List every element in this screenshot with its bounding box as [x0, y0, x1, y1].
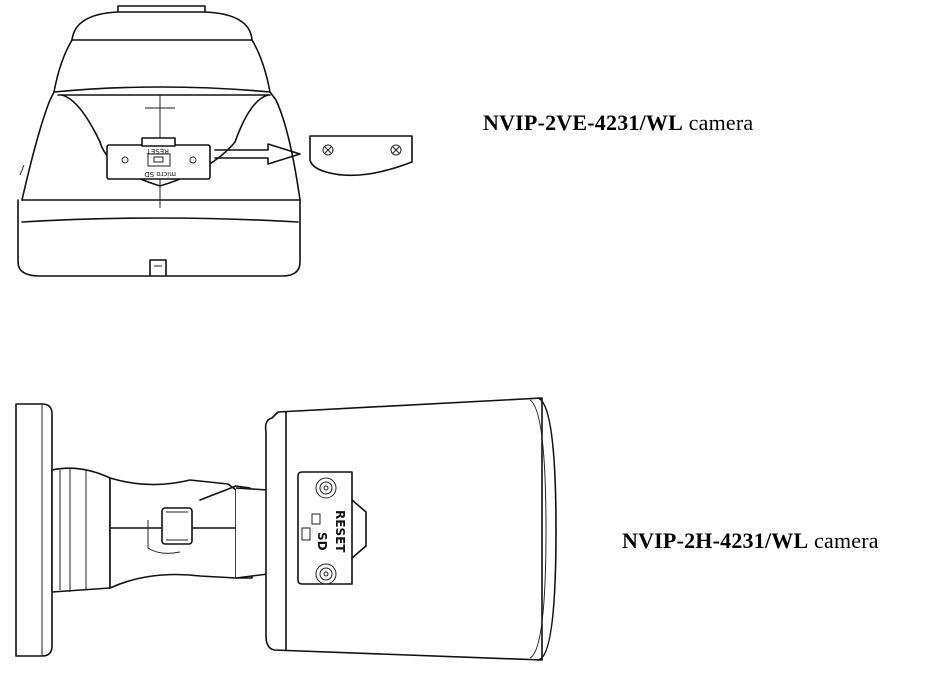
- dome-camera-suffix: camera: [682, 110, 754, 135]
- bullet-camera-model: NVIP-2H-4231/WL: [622, 528, 809, 553]
- bullet-reset-label: RESET: [333, 510, 347, 553]
- dome-camera-caption: NVIP-2VE-4231/WL camera: [483, 110, 753, 136]
- bullet-sd-label: SD: [315, 532, 329, 551]
- bullet-camera-suffix: camera: [808, 528, 879, 553]
- bullet-camera-drawing: RESET SD: [15, 397, 557, 661]
- dome-camera-model: NVIP-2VE-4231/WL: [483, 110, 683, 135]
- dome-camera-drawing: RESET micro SD: [17, 5, 413, 277]
- dome-reset-label: RESET: [146, 147, 169, 155]
- dome-sd-label: micro SD: [144, 170, 176, 178]
- bullet-camera-caption: NVIP-2H-4231/WL camera: [622, 528, 879, 554]
